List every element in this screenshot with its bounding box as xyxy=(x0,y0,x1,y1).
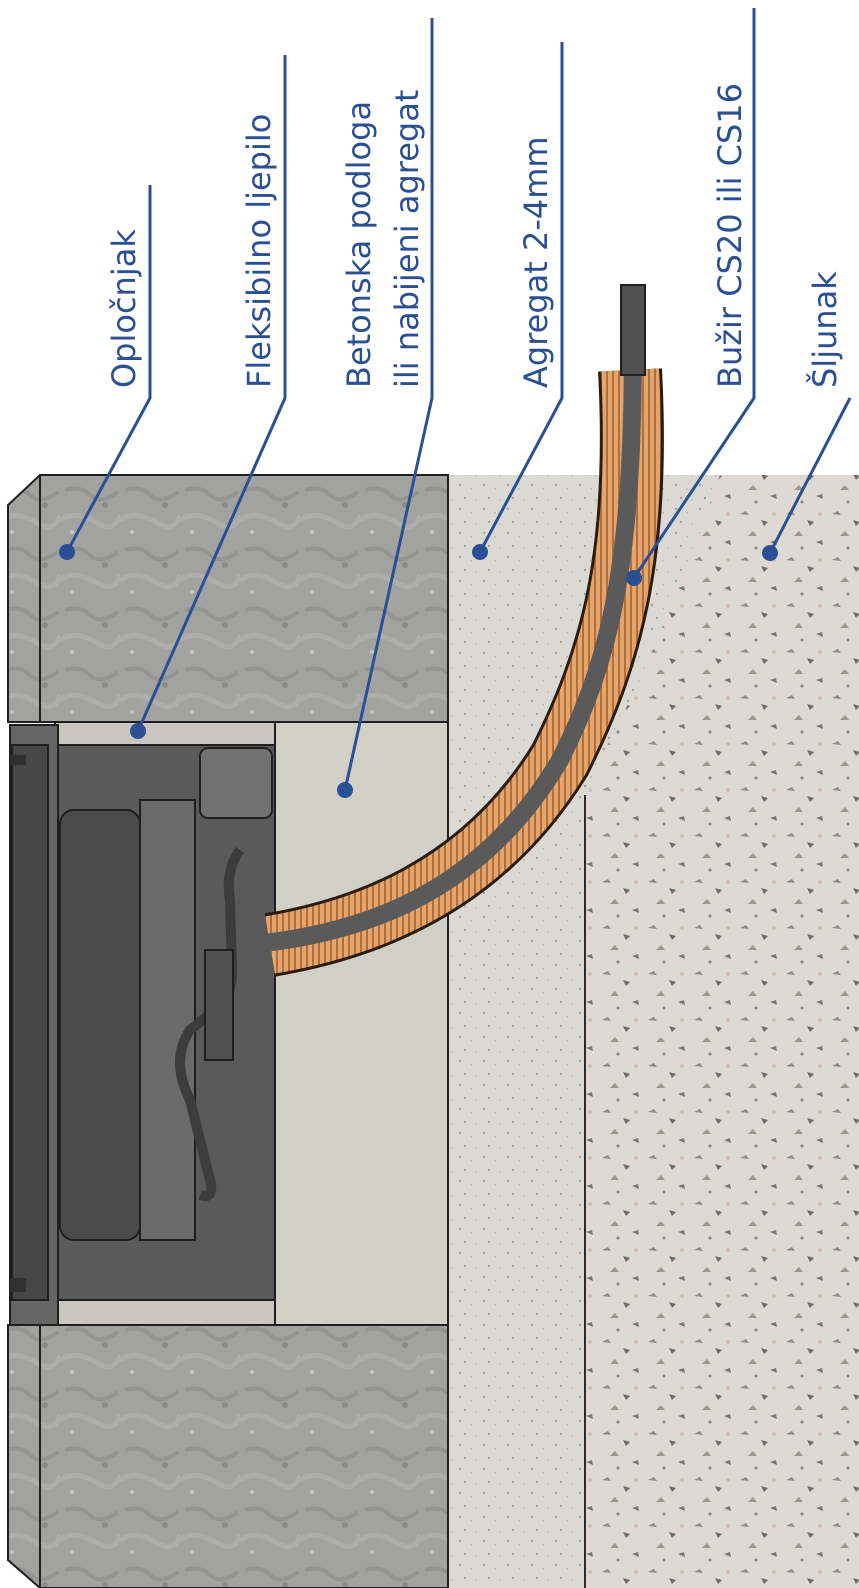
cable-inside-conduit xyxy=(244,284,642,954)
fixture-housing-bump xyxy=(199,747,273,819)
label-podloga-line2: ili nabijeni agregat xyxy=(388,90,426,388)
label-podloga-line1: Betonska podloga xyxy=(340,101,378,388)
leader-buzir xyxy=(632,8,756,579)
paver-bottom xyxy=(7,1324,449,1588)
leaders xyxy=(65,8,852,791)
cable-end xyxy=(620,284,646,376)
fixture-lamp xyxy=(59,809,141,1241)
dot-podloga xyxy=(337,782,353,798)
cable-connector xyxy=(204,949,234,1061)
fixture-cover xyxy=(11,744,49,1301)
dot-oplocnjak xyxy=(59,544,75,560)
concrete-base xyxy=(274,721,449,1326)
leader-agregat xyxy=(478,42,564,553)
leader-podloga xyxy=(343,18,434,791)
fixture-clip-bottom xyxy=(10,1278,26,1292)
dot-sljunak xyxy=(762,545,778,561)
dot-ljepilo xyxy=(130,723,146,739)
label-oplocnjak: Opločnjak xyxy=(105,229,143,388)
leader-ljepilo xyxy=(136,55,287,732)
fixture-clip-top xyxy=(10,755,26,765)
label-agregat: Agregat 2-4mm xyxy=(517,136,555,388)
light-fixture xyxy=(9,721,276,1326)
paver-top xyxy=(7,474,449,723)
label-ljepilo: Fleksibilno ljepilo xyxy=(240,114,278,388)
dot-buzir xyxy=(626,570,642,586)
fixture-inner xyxy=(139,799,196,1241)
dot-agregat xyxy=(472,544,488,560)
leader-oplocnjak xyxy=(65,185,152,553)
leader-sljunak xyxy=(768,397,852,554)
label-sljunak: Šljunak xyxy=(805,271,844,388)
label-buzir: Bužir CS20 ili CS16 xyxy=(711,83,749,388)
internal-cable xyxy=(175,847,245,1201)
